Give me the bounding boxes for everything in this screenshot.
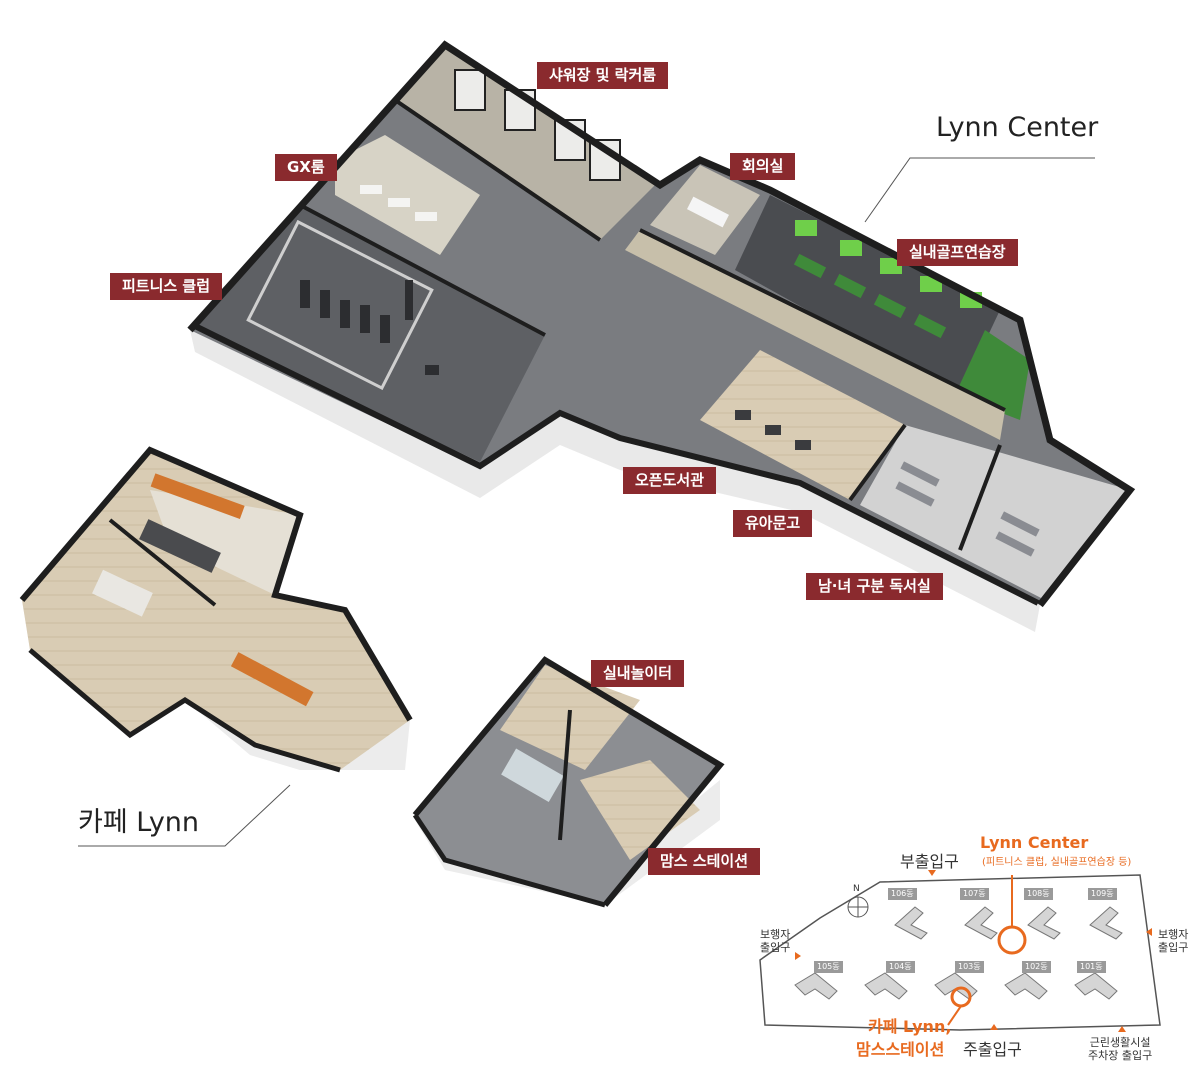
building-105: 105동 xyxy=(814,961,843,973)
building-102: 102동 xyxy=(1022,961,1051,973)
gate-parking-line2: 주차장 출입구 xyxy=(1088,1049,1153,1062)
cafe-lynn-building xyxy=(19,446,413,773)
gate-ped-left: 보행자 출입구 xyxy=(760,928,790,954)
label-kids-library: 유아문고 xyxy=(733,510,813,537)
gate-main-entrance: 주출입구 xyxy=(963,1040,1022,1059)
lynn-center-building xyxy=(187,40,1136,632)
building-106: 106동 xyxy=(888,888,917,900)
gate-parking: 근린생활시설 주차장 출입구 xyxy=(1088,1036,1152,1062)
moms-station-building xyxy=(412,656,725,908)
building-109: 109동 xyxy=(1088,888,1117,900)
building-101: 101동 xyxy=(1077,961,1106,973)
building-107: 107동 xyxy=(960,888,989,900)
gate-parking-line1: 근린생활시설 xyxy=(1089,1036,1151,1049)
building-108: 108동 xyxy=(1024,888,1053,900)
label-fitness-club: 피트니스 클럽 xyxy=(110,273,223,300)
label-meeting-room: 회의실 xyxy=(730,153,796,180)
site-map-center-sub: (피트니스 클럽, 실내골프연습장 등) xyxy=(982,857,1132,868)
label-study-room: 남·녀 구분 독서실 xyxy=(806,573,943,600)
building-104: 104동 xyxy=(886,961,915,973)
label-indoor-playroom: 실내놀이터 xyxy=(591,660,685,687)
title-lynn-center: Lynn Center xyxy=(936,112,1099,143)
gate-ped-left-line2: 출입구 xyxy=(760,941,791,954)
gate-ped-right-line2: 출입구 xyxy=(1158,941,1189,954)
label-shower-locker: 샤워장 및 락커룸 xyxy=(537,62,669,89)
title-cafe-lynn: 카페 Lynn xyxy=(78,807,200,838)
site-map-cafe-title-1: 카페 Lynn, xyxy=(868,1017,952,1036)
site-map-north: N xyxy=(853,884,860,894)
gate-ped-right: 보행자 출입구 xyxy=(1158,928,1188,954)
lynn-center-leader xyxy=(864,157,1095,223)
gate-sub-entrance: 부출입구 xyxy=(900,852,959,871)
site-map xyxy=(759,870,1161,1032)
site-map-cafe-title-2: 맘스스테이션 xyxy=(856,1040,945,1059)
label-moms-station: 맘스 스테이션 xyxy=(648,848,761,875)
building-103: 103동 xyxy=(955,961,984,973)
label-open-library: 오픈도서관 xyxy=(623,467,717,494)
gate-ped-right-line1: 보행자 xyxy=(1158,928,1189,941)
cafe-lynn-leader xyxy=(78,784,291,847)
gate-ped-left-line1: 보행자 xyxy=(760,928,791,941)
site-map-center-title: Lynn Center xyxy=(980,833,1089,852)
label-gx-room: GX룸 xyxy=(275,154,337,181)
label-indoor-golf: 실내골프연습장 xyxy=(897,239,1018,266)
